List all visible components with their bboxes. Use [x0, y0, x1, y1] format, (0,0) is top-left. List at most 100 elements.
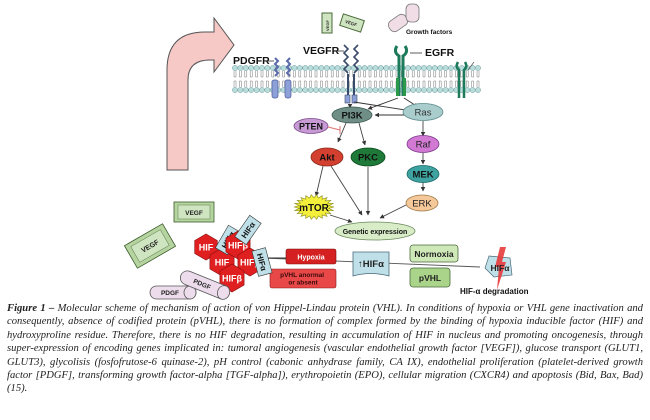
svg-text:PKC: PKC — [358, 153, 378, 164]
lipid-head — [248, 87, 255, 93]
pdgfr-receptor — [271, 57, 292, 99]
lipid-head — [475, 65, 481, 71]
degradation-bolt-icon — [495, 247, 506, 290]
big-curved-arrow — [166, 16, 235, 171]
hif-beta-subunit: HIFβ — [219, 263, 245, 293]
svg-text:Akt: Akt — [319, 153, 335, 164]
lipid-head — [421, 65, 427, 71]
lipid-head — [426, 65, 433, 71]
lipid-head — [253, 87, 260, 93]
lipid-head — [232, 87, 238, 93]
svg-text:PDGF: PDGF — [161, 290, 179, 297]
lipid-tail — [341, 71, 345, 87]
lipid-head — [437, 65, 444, 71]
lipid-tail — [320, 71, 323, 87]
lipid-tail — [266, 71, 269, 87]
lipid-head — [318, 87, 325, 93]
lipid-head — [323, 87, 330, 93]
vegf-product-box-1: VEGF — [173, 201, 215, 223]
lipid-tail — [411, 71, 415, 87]
lipid-head — [259, 87, 265, 93]
lipid-head — [388, 87, 395, 93]
figure-caption-label: Figure 1 – — [7, 303, 55, 314]
lipid-tail — [282, 71, 285, 87]
lipid-tail — [255, 71, 258, 87]
lipid-tail — [449, 71, 453, 87]
lipid-tail — [336, 71, 339, 87]
vegf-ligand-small-2: VEGF — [339, 13, 365, 33]
lipid-head — [280, 65, 287, 71]
lipid-tail — [433, 71, 437, 87]
lipid-head — [296, 87, 303, 93]
vhl-mechanism-diagram: PDGFR VEGFR EGFR VEGF VEGF G — [123, 3, 529, 300]
svg-text:Hypoxia: Hypoxia — [297, 255, 324, 262]
svg-text:pVHL: pVHL — [419, 273, 441, 283]
lipid-tail — [293, 71, 296, 87]
lipid-head — [464, 87, 471, 93]
lipid-head — [448, 87, 454, 93]
hif-alpha-subunit: HIFα — [251, 247, 273, 277]
svg-text:MEK: MEK — [412, 170, 433, 181]
pdgf-product-2: PDGF — [179, 270, 231, 300]
lipid-head — [291, 87, 298, 93]
svg-text:HIFα: HIFα — [255, 252, 268, 272]
svg-text:Raf: Raf — [416, 140, 431, 151]
lipid-head — [410, 87, 417, 93]
lipid-head — [361, 65, 368, 71]
vegfr-label: VEGFR — [303, 45, 340, 57]
hif-alpha-degraded: HIFα — [484, 247, 513, 290]
hif-degradation-label: HIF-α degradation — [460, 287, 529, 296]
svg-text:HIF: HIF — [215, 258, 230, 268]
svg-text:PI3K: PI3K — [341, 111, 362, 122]
lipid-head — [242, 87, 249, 93]
lipid-head — [361, 87, 368, 93]
lipid-head — [372, 65, 379, 71]
vegf-product-box-2: VEGF — [123, 223, 177, 269]
pkc-node: PKC — [350, 147, 386, 167]
lipid-tail — [406, 71, 410, 87]
lipid-head — [313, 87, 319, 93]
lipid-head — [426, 87, 433, 93]
lipid-head — [442, 65, 449, 71]
lipid-head — [404, 65, 411, 71]
lipid-tail — [438, 71, 442, 87]
lipid-head — [448, 65, 454, 71]
lipid-head — [307, 65, 314, 71]
svg-text:VEGF: VEGF — [344, 19, 357, 28]
ras-node: Ras — [402, 103, 444, 121]
svg-text:HIFβ: HIFβ — [228, 241, 248, 251]
pdgf-product-1: PDGF — [149, 285, 197, 300]
lipid-head — [367, 65, 373, 71]
svg-text:HIF: HIF — [199, 243, 214, 253]
svg-text:VEGF: VEGF — [325, 20, 330, 31]
egfr-label: EGFR — [425, 47, 455, 59]
lipid-tail — [390, 71, 393, 87]
lipid-head — [388, 65, 395, 71]
growth-factor-cylinders — [387, 3, 420, 33]
vegfr-receptor — [342, 44, 360, 104]
lipid-tail — [357, 71, 361, 87]
lipid-tail — [239, 71, 242, 87]
lipid-head — [313, 65, 319, 71]
svg-text:mTOR: mTOR — [299, 203, 330, 214]
lipid-tail — [476, 71, 480, 87]
lipid-tail — [460, 71, 464, 87]
lipid-head — [469, 87, 476, 93]
lipid-tail — [298, 71, 302, 87]
lipid-tail — [244, 71, 248, 87]
hif-cluster: HIFHIFHIFαHIFβHIFαHIFβHIFαHIFβ — [194, 214, 273, 293]
lipid-head — [415, 87, 422, 93]
extra-receptor — [455, 61, 475, 98]
svg-text:HIFα: HIFα — [491, 263, 511, 273]
lipid-head — [334, 65, 341, 71]
lipid-head — [356, 87, 363, 93]
lipid-tail — [465, 71, 469, 87]
lipid-head — [307, 87, 314, 93]
pvhl-absent-box: pVHL anormal or absent — [269, 268, 337, 289]
lipid-head — [377, 87, 384, 93]
svg-text:PTEN: PTEN — [299, 122, 323, 132]
svg-text:Normoxia: Normoxia — [414, 249, 453, 259]
growth-factors-label: Growth factors — [406, 29, 453, 36]
pvhl-box: pVHL — [409, 267, 451, 288]
lipid-tail — [444, 71, 447, 87]
